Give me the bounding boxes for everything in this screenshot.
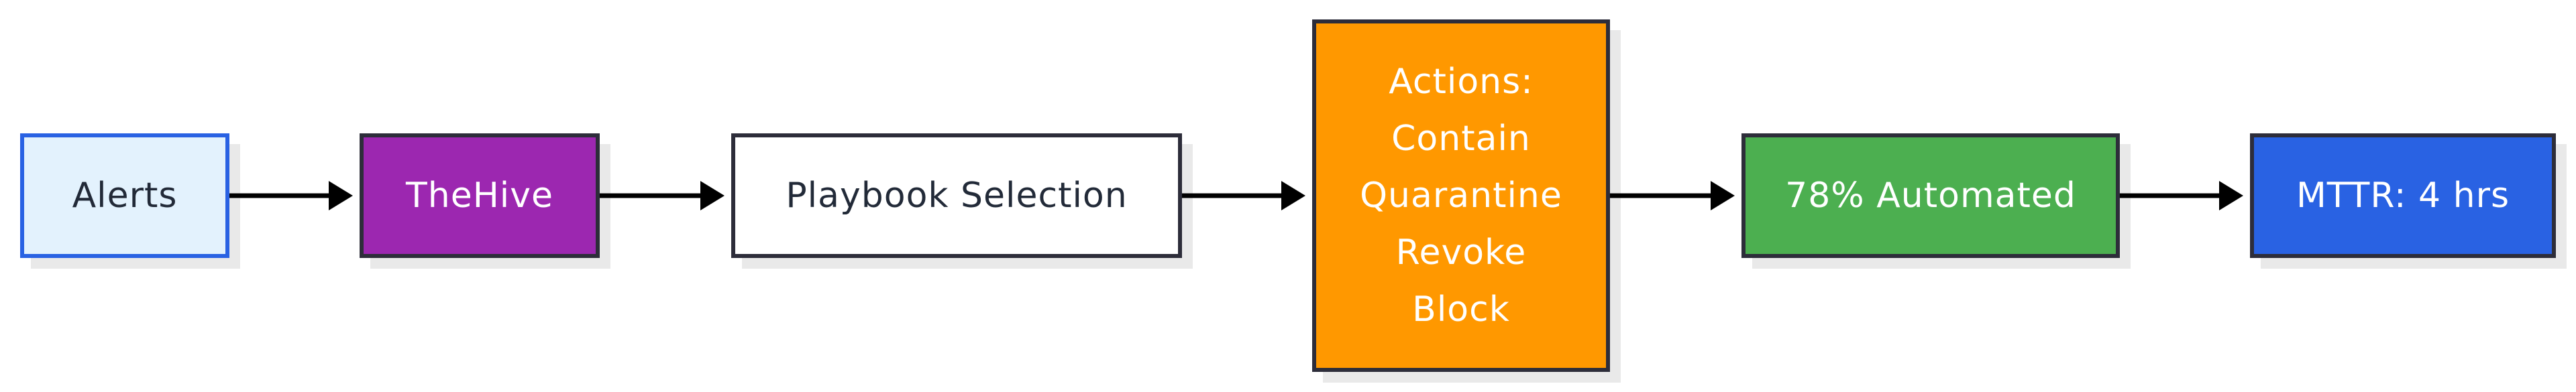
thehive-node-label: TheHive bbox=[405, 175, 554, 216]
arrowhead-alerts-to-thehive bbox=[329, 181, 353, 210]
arrowhead-actions-to-automated bbox=[1711, 181, 1735, 210]
automated-node-label: 78% Automated bbox=[1785, 175, 2076, 216]
actions-node-quarantine: Quarantine bbox=[1360, 175, 1562, 216]
actions-node: Actions: Contain Quarantine Revoke Block bbox=[1312, 19, 1610, 372]
thehive-node: TheHive bbox=[360, 133, 600, 258]
alerts-node-label: Alerts bbox=[72, 175, 178, 216]
edge-layer bbox=[229, 181, 2243, 210]
actions-node-title: Actions: bbox=[1389, 61, 1534, 102]
mttr-node-label: MTTR: 4 hrs bbox=[2296, 175, 2510, 216]
alerts-node: Alerts bbox=[20, 133, 229, 258]
arrowhead-automated-to-mttr bbox=[2219, 181, 2243, 210]
playbook-selection-node-label: Playbook Selection bbox=[786, 175, 1128, 216]
arrowhead-playbook-to-actions bbox=[1281, 181, 1305, 210]
actions-node-revoke: Revoke bbox=[1395, 232, 1527, 273]
actions-node-contain: Contain bbox=[1391, 118, 1531, 159]
actions-node-block: Block bbox=[1412, 289, 1510, 330]
automated-node: 78% Automated bbox=[1741, 133, 2120, 258]
mttr-node: MTTR: 4 hrs bbox=[2250, 133, 2556, 258]
arrowhead-thehive-to-playbook bbox=[700, 181, 724, 210]
playbook-selection-node: Playbook Selection bbox=[731, 133, 1182, 258]
